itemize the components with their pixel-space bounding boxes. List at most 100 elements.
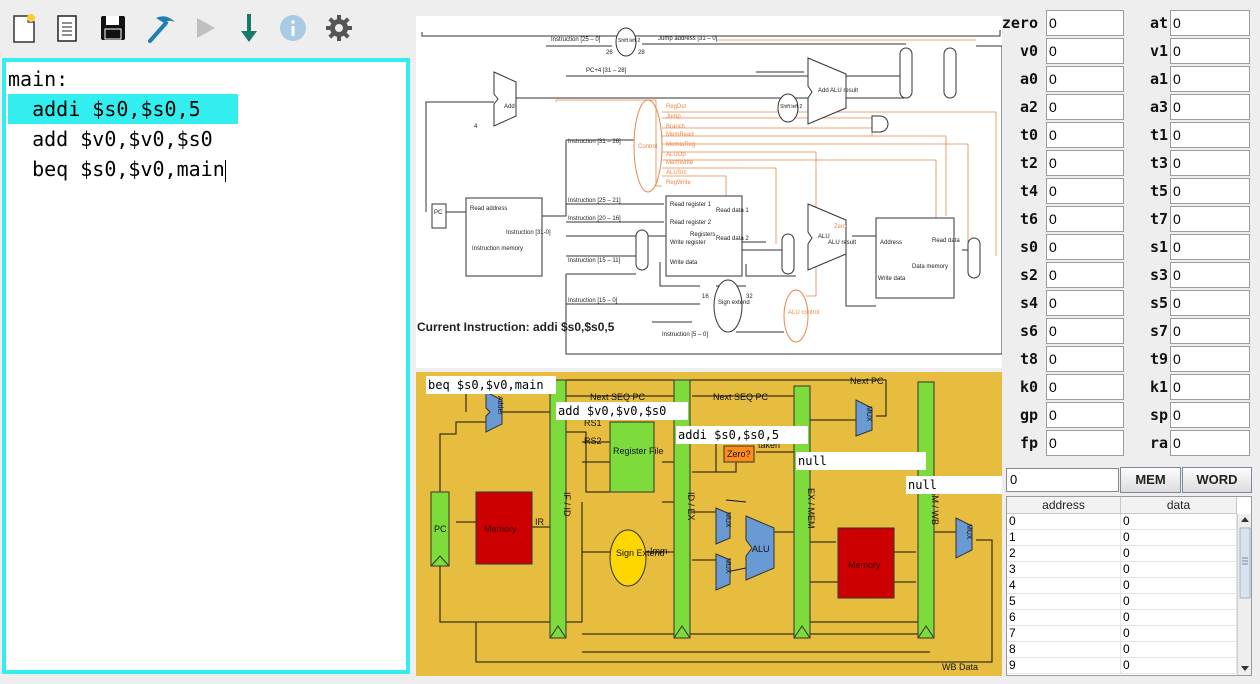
data-cell[interactable]: 0 xyxy=(1121,578,1237,594)
register-value-field[interactable]: 0 xyxy=(1170,262,1250,288)
address-cell[interactable]: 0 xyxy=(1007,514,1121,530)
register-value-field[interactable]: 0 xyxy=(1046,94,1124,120)
data-cell[interactable]: 0 xyxy=(1121,658,1237,674)
memory-address-input[interactable]: 0 xyxy=(1006,468,1119,492)
column-header-data[interactable]: data xyxy=(1121,497,1237,514)
register-value-field[interactable]: 0 xyxy=(1046,430,1124,456)
register-value-field[interactable]: 0 xyxy=(1170,94,1250,120)
scrollbar-thumb[interactable] xyxy=(1239,527,1251,599)
info-button[interactable] xyxy=(276,10,310,46)
address-cell[interactable]: 7 xyxy=(1007,626,1121,642)
register-value-field[interactable]: 0 xyxy=(1046,234,1124,260)
run-button[interactable] xyxy=(188,10,222,46)
register-value-field[interactable]: 0 xyxy=(1170,290,1250,316)
vertical-scrollbar[interactable] xyxy=(1237,514,1251,675)
register-k0: k0 0 xyxy=(1002,374,1128,400)
register-value-field[interactable]: 0 xyxy=(1170,178,1250,204)
register-value-field[interactable]: 0 xyxy=(1046,38,1124,64)
register-value-field[interactable]: 0 xyxy=(1046,10,1124,36)
datapath-label: Registers xyxy=(690,232,715,238)
address-cell[interactable]: 6 xyxy=(1007,610,1121,626)
register-value-field[interactable]: 0 xyxy=(1046,150,1124,176)
datapath-label: 28 xyxy=(638,50,645,56)
register-value-field[interactable]: 0 xyxy=(1046,346,1124,372)
register-name: zero xyxy=(1001,14,1038,32)
data-cell[interactable]: 0 xyxy=(1121,610,1237,626)
scroll-up-icon[interactable] xyxy=(1241,517,1249,522)
register-value-field[interactable]: 0 xyxy=(1170,402,1250,428)
register-name: t6 xyxy=(1019,210,1038,228)
settings-button[interactable] xyxy=(322,10,356,46)
save-icon xyxy=(101,16,125,40)
register-value-field[interactable]: 0 xyxy=(1170,318,1250,344)
register-value-field[interactable]: 0 xyxy=(1170,38,1250,64)
register-value-field[interactable]: 0 xyxy=(1046,66,1124,92)
register-value-field[interactable]: 0 xyxy=(1046,262,1124,288)
address-cell[interactable]: 9 xyxy=(1007,658,1121,674)
datapath-control-label: ALU control xyxy=(788,310,819,316)
data-cell[interactable]: 0 xyxy=(1121,626,1237,642)
register-value-field[interactable]: 0 xyxy=(1170,66,1250,92)
data-cell[interactable]: 0 xyxy=(1121,594,1237,610)
register-value-field[interactable]: 0 xyxy=(1170,206,1250,232)
column-header-address[interactable]: address xyxy=(1007,497,1121,514)
register-value-field[interactable]: 0 xyxy=(1170,122,1250,148)
register-value-field[interactable]: 0 xyxy=(1046,318,1124,344)
data-cell[interactable]: 0 xyxy=(1121,642,1237,658)
register-value-field[interactable]: 0 xyxy=(1170,346,1250,372)
datapath-label: 26 xyxy=(606,50,613,56)
register-value-field[interactable]: 0 xyxy=(1170,234,1250,260)
datapath-label: Read data xyxy=(932,238,960,244)
step-button[interactable] xyxy=(232,10,266,46)
data-cell[interactable]: 0 xyxy=(1121,514,1237,530)
register-name: k0 xyxy=(1019,378,1038,396)
register-value-field[interactable]: 0 xyxy=(1046,206,1124,232)
code-line-active[interactable]: beq $s0,$v0,main xyxy=(8,154,406,184)
address-cell[interactable]: 2 xyxy=(1007,546,1121,562)
register-value-field[interactable]: 0 xyxy=(1170,10,1250,36)
mem-stage-instruction: null xyxy=(796,452,926,470)
register-value-field[interactable]: 0 xyxy=(1170,374,1250,400)
datapath-label: Instruction [31 – 26] xyxy=(568,139,621,145)
new-file-button[interactable] xyxy=(6,10,40,46)
address-cell[interactable]: 8 xyxy=(1007,642,1121,658)
address-cell[interactable]: 5 xyxy=(1007,594,1121,610)
open-file-button[interactable] xyxy=(50,10,84,46)
code-line-highlighted[interactable]: addi $s0,$s0,5 xyxy=(8,94,238,124)
code-line[interactable]: main: xyxy=(8,67,69,91)
word-button[interactable]: WORD xyxy=(1182,467,1252,493)
register-value-field[interactable]: 0 xyxy=(1046,122,1124,148)
data-cell[interactable]: 0 xyxy=(1121,546,1237,562)
data-cell[interactable]: 0 xyxy=(1121,530,1237,546)
assemble-button[interactable] xyxy=(144,10,178,46)
register-value-field[interactable]: 0 xyxy=(1170,150,1250,176)
register-value-field[interactable]: 0 xyxy=(1046,374,1124,400)
address-cell[interactable]: 3 xyxy=(1007,562,1121,578)
code-editor[interactable]: main: addi $s0,$s0,5 add $v0,$v0,$s0 beq… xyxy=(2,58,410,674)
code-line[interactable]: add $v0,$v0,$s0 xyxy=(8,127,213,151)
register-value-field[interactable]: 0 xyxy=(1046,402,1124,428)
address-cell[interactable]: 1 xyxy=(1007,530,1121,546)
register-value-field[interactable]: 0 xyxy=(1046,178,1124,204)
register-value-field[interactable]: 0 xyxy=(1170,430,1250,456)
scroll-down-icon[interactable] xyxy=(1241,666,1249,671)
register-value-field[interactable]: 0 xyxy=(1046,290,1124,316)
address-cell[interactable]: 4 xyxy=(1007,578,1121,594)
save-button[interactable] xyxy=(96,10,130,46)
mem-button[interactable]: MEM xyxy=(1120,467,1181,493)
pipeline-svg: Next SEQ PC Next SEQ PC Next PC RS1 RS2 … xyxy=(430,376,993,672)
data-cell[interactable]: 0 xyxy=(1121,562,1237,578)
datapath-label: Jump address [31 – 0] xyxy=(658,36,718,42)
